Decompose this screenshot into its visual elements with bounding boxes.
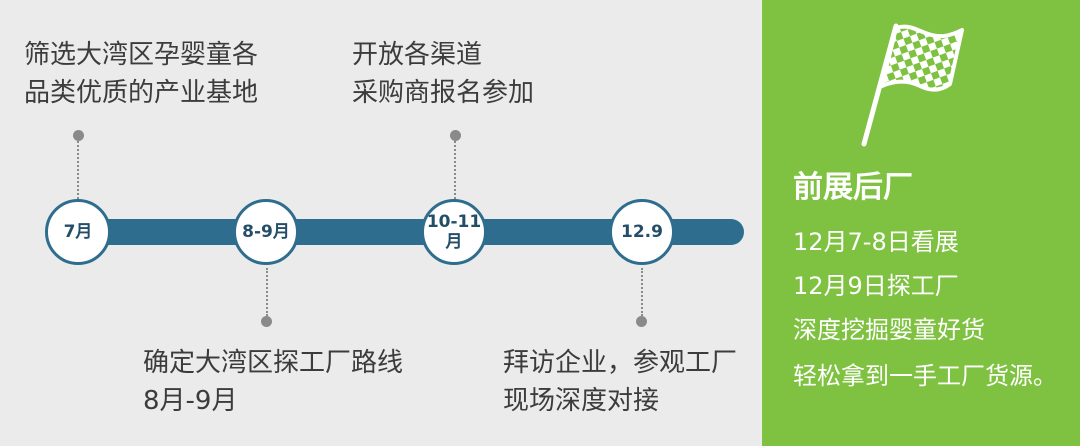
callout-top-2-line1: 开放各渠道 xyxy=(352,40,483,70)
milestone-4-label: 12.9 xyxy=(621,222,663,242)
connector-line-bottom-1 xyxy=(266,268,268,316)
callout-bottom-2-line2: 现场深度对接 xyxy=(503,386,660,416)
milestone-1-label: 7月 xyxy=(63,222,93,242)
summary-title: 前展后厂 xyxy=(793,170,913,205)
callout-top-1-line1: 筛选大湾区孕婴童各 xyxy=(24,40,259,70)
callout-top-2-line2: 采购商报名参加 xyxy=(352,78,535,108)
milestone-2: 8-9月 xyxy=(233,199,299,265)
connector-dot-top-1 xyxy=(73,130,84,141)
connector-line-top-2 xyxy=(454,141,456,199)
connector-dot-bottom-2 xyxy=(636,316,647,327)
callout-bottom-2-line1: 拜访企业，参观工厂 xyxy=(503,348,738,378)
connector-dot-top-2 xyxy=(450,130,461,141)
summary-line-2: 12月9日探工厂 xyxy=(793,272,959,300)
callout-top-2: 开放各渠道 采购商报名参加 xyxy=(352,36,534,112)
connector-dot-bottom-1 xyxy=(261,316,272,327)
summary-line-4: 轻松拿到一手工厂货源。 xyxy=(793,362,1057,390)
callout-top-1-line2: 品类优质的产业基地 xyxy=(24,78,259,108)
milestone-4: 12.9 xyxy=(609,199,675,265)
milestone-3: 10-11 月 xyxy=(421,199,487,265)
milestone-3-label-line2: 月 xyxy=(445,232,463,252)
callout-bottom-1: 确定大湾区探工厂路线 8月-9月 xyxy=(143,344,403,420)
checkered-flag-icon xyxy=(861,23,964,147)
callout-bottom-1-line1: 确定大湾区探工厂路线 xyxy=(143,348,404,378)
connector-line-bottom-2 xyxy=(641,268,643,316)
summary-line-1: 12月7-8日看展 xyxy=(793,228,959,256)
callout-bottom-1-line2: 8月-9月 xyxy=(143,386,238,416)
summary-line-3: 深度挖掘婴童好货 xyxy=(793,316,985,344)
milestone-1: 7月 xyxy=(45,199,111,265)
connector-line-top-1 xyxy=(77,141,79,199)
callout-top-1: 筛选大湾区孕婴童各 品类优质的产业基地 xyxy=(24,36,258,112)
callout-bottom-2: 拜访企业，参观工厂 现场深度对接 xyxy=(503,344,737,420)
milestone-3-label-line1: 10-11 xyxy=(426,212,482,232)
milestone-2-label: 8-9月 xyxy=(242,222,290,242)
